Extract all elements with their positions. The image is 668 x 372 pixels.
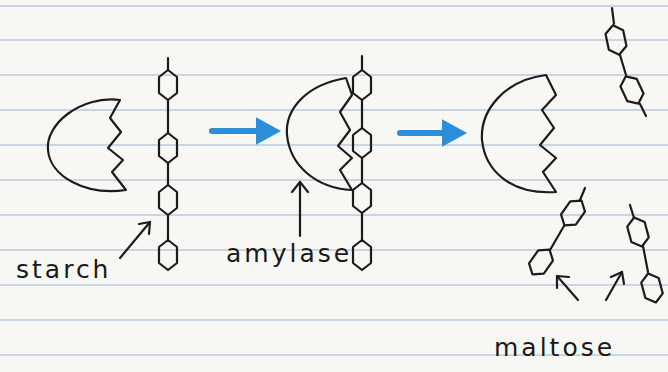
- ruled-lines: [0, 6, 668, 355]
- reaction-arrow: [212, 119, 279, 143]
- amylase-enzyme: [482, 75, 556, 192]
- starch-chain: [604, 8, 646, 116]
- starch-chain: [353, 56, 371, 270]
- part-label: amylase: [226, 239, 352, 268]
- starch-chain: [159, 58, 177, 270]
- label-holder: maltose: [494, 334, 615, 362]
- maltose-molecule: [625, 205, 664, 305]
- leader-arrow: [606, 272, 624, 300]
- amylase-enzyme: [48, 99, 126, 191]
- part-label: starch: [16, 255, 111, 284]
- part-label: maltose: [494, 333, 615, 362]
- leader-arrow: [120, 222, 150, 258]
- leader-arrow: [557, 276, 578, 300]
- reaction-arrow: [400, 121, 465, 145]
- label-holder: starch: [16, 256, 111, 284]
- leader-arrow: [292, 182, 308, 236]
- maltose-molecule: [525, 188, 589, 279]
- amylase-enzyme: [287, 78, 352, 190]
- label-holder: amylase: [226, 240, 352, 268]
